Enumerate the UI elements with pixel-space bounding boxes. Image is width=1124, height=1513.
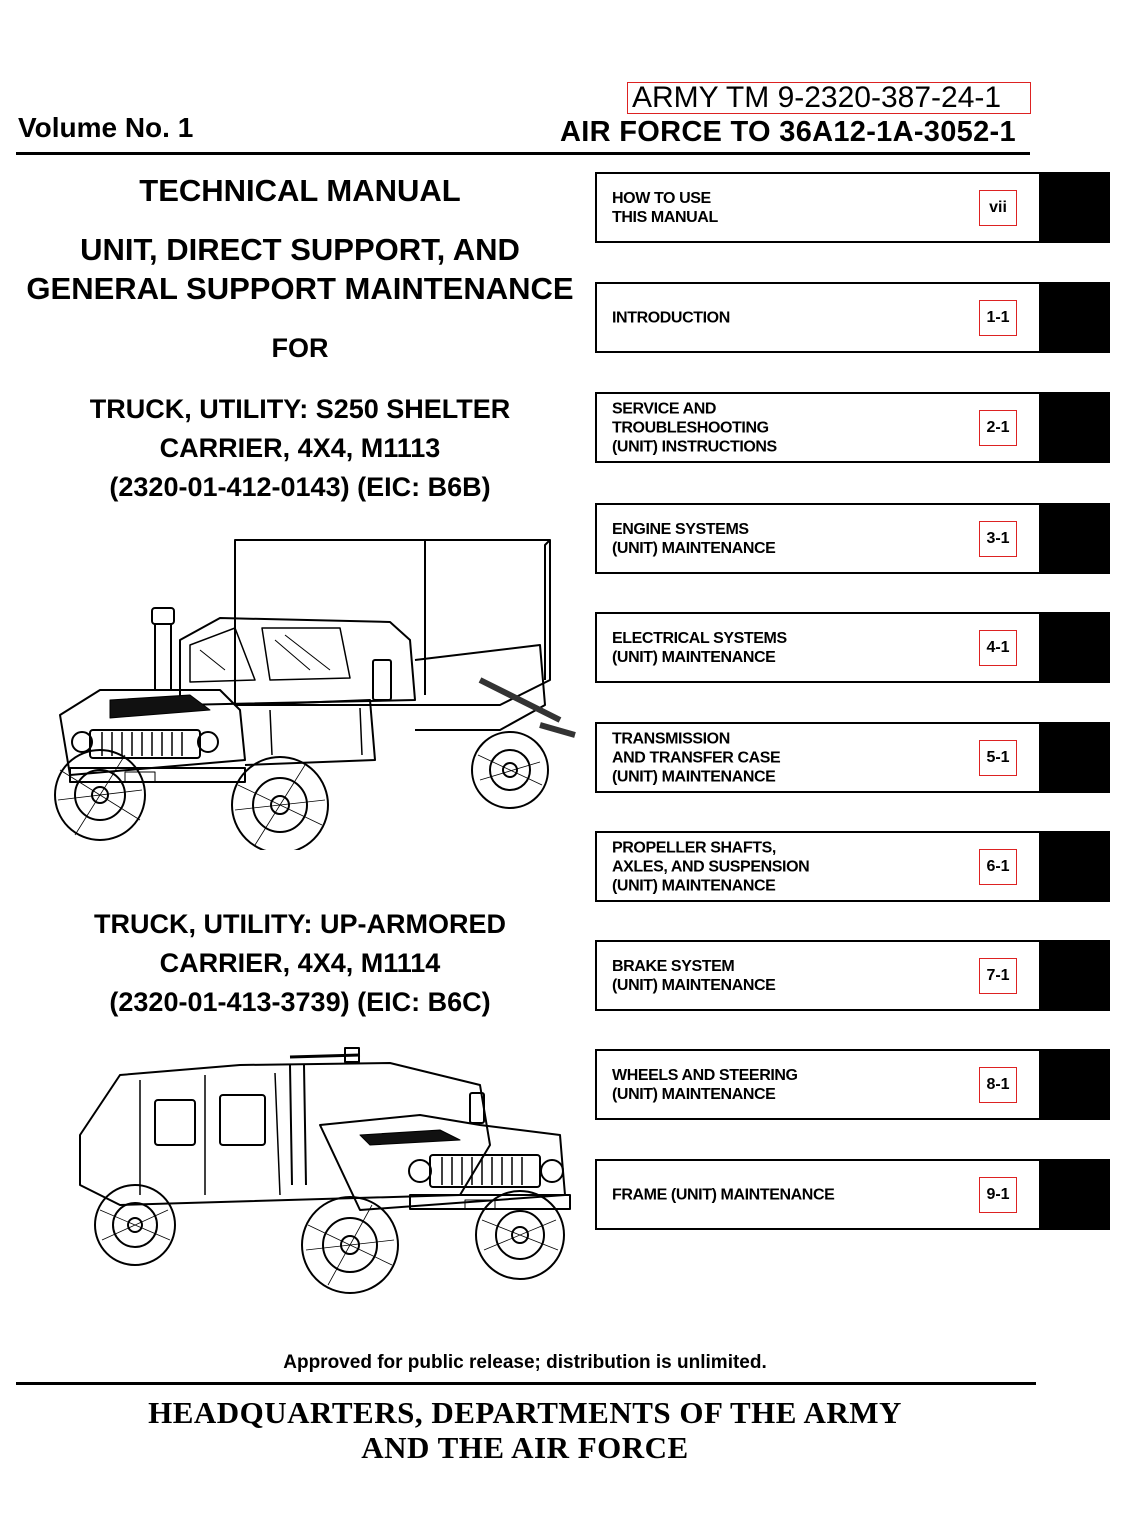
army-tm-number: ARMY TM 9-2320-387-24-1	[627, 82, 1031, 114]
vehicle-line: TRUCK, UTILITY: S250 SHELTER	[89, 394, 511, 424]
vehicle-line: TRUCK, UTILITY: UP-ARMORED	[94, 909, 506, 939]
chapter-label-line: WHEELS AND STEERING	[612, 1066, 798, 1084]
chapter-page-number[interactable]: 4-1	[979, 629, 1017, 666]
chapter-introduction[interactable]: INTRODUCTION 1-1	[595, 282, 1041, 353]
air-force-to-number: AIR FORCE TO 36A12-1A-3052-1	[560, 116, 1016, 148]
for-label: FOR	[271, 333, 329, 363]
m1113-shelter-carrier-illustration	[54, 539, 576, 850]
thumb-index-tab	[1041, 1049, 1110, 1120]
chapter-frame[interactable]: FRAME (UNIT) MAINTENANCE 9-1	[595, 1159, 1041, 1230]
chapter-label: TRANSMISSION AND TRANSFER CASE (UNIT) MA…	[612, 729, 781, 786]
thumb-index-tab	[1041, 1159, 1110, 1230]
chapter-label: SERVICE AND TROUBLESHOOTING (UNIT) INSTR…	[612, 399, 777, 456]
chapter-label-line: HOW TO USE	[612, 189, 711, 207]
chapter-label-line: AXLES, AND SUSPENSION	[612, 858, 810, 875]
chapter-how-to-use[interactable]: HOW TO USE THIS MANUAL vii	[595, 172, 1041, 243]
thumb-index-tab	[1041, 503, 1110, 574]
chapter-label-line: (UNIT) INSTRUCTIONS	[612, 438, 777, 455]
header-rule	[16, 152, 1030, 155]
chapter-service-troubleshooting[interactable]: SERVICE AND TROUBLESHOOTING (UNIT) INSTR…	[595, 392, 1041, 463]
document-title: UNIT, DIRECT SUPPORT, AND GENERAL SUPPOR…	[20, 230, 580, 308]
chapter-page-number[interactable]: 9-1	[979, 1176, 1017, 1213]
chapter-label-line: ENGINE SYSTEMS	[612, 520, 749, 538]
chapter-label: WHEELS AND STEERING (UNIT) MAINTENANCE	[612, 1066, 798, 1104]
thumb-index-tab	[1041, 722, 1110, 793]
chapter-wheels-steering[interactable]: WHEELS AND STEERING (UNIT) MAINTENANCE 8…	[595, 1049, 1041, 1120]
m1114-up-armored-illustration	[79, 1047, 571, 1294]
title-line-1: UNIT, DIRECT SUPPORT, AND	[80, 232, 520, 267]
chapter-label-line: TROUBLESHOOTING	[612, 419, 769, 436]
headquarters-line: HEADQUARTERS, DEPARTMENTS OF THE ARMY	[148, 1395, 902, 1430]
chapter-transmission[interactable]: TRANSMISSION AND TRANSFER CASE (UNIT) MA…	[595, 722, 1041, 793]
headquarters-line: AND THE AIR FORCE	[361, 1430, 689, 1465]
thumb-index-tab	[1041, 282, 1110, 353]
vehicle-line: CARRIER, 4X4, M1113	[159, 433, 441, 463]
chapter-label-line: THIS MANUAL	[612, 208, 718, 226]
chapter-label: PROPELLER SHAFTS, AXLES, AND SUSPENSION …	[612, 838, 810, 895]
chapter-label-line: (UNIT) MAINTENANCE	[612, 877, 776, 894]
chapter-label-line: AND TRANSFER CASE	[612, 749, 781, 766]
chapter-label: ELECTRICAL SYSTEMS (UNIT) MAINTENANCE	[612, 629, 787, 667]
distribution-statement: Approved for public release; distributio…	[283, 1352, 767, 1373]
chapter-page-number[interactable]: 2-1	[979, 409, 1017, 446]
chapter-label-line: FRAME (UNIT) MAINTENANCE	[612, 1186, 835, 1203]
chapter-engine-systems[interactable]: ENGINE SYSTEMS (UNIT) MAINTENANCE 3-1	[595, 503, 1041, 574]
chapter-label-line: BRAKE SYSTEM	[612, 957, 735, 975]
title-line-2: GENERAL SUPPORT MAINTENANCE	[26, 271, 574, 306]
thumb-index-tab	[1041, 612, 1110, 683]
chapter-label: ENGINE SYSTEMS (UNIT) MAINTENANCE	[612, 520, 776, 558]
chapter-label: HOW TO USE THIS MANUAL	[612, 189, 718, 227]
chapter-propeller-shafts[interactable]: PROPELLER SHAFTS, AXLES, AND SUSPENSION …	[595, 831, 1041, 902]
chapter-label-line: INTRODUCTION	[612, 309, 730, 326]
chapter-page-number[interactable]: 8-1	[979, 1066, 1017, 1103]
chapter-label-line: TRANSMISSION	[612, 730, 730, 747]
chapter-label-line: (UNIT) MAINTENANCE	[612, 1085, 776, 1103]
thumb-index-tab	[1041, 172, 1110, 243]
chapter-page-number[interactable]: 1-1	[979, 299, 1017, 336]
thumb-index-tab	[1041, 831, 1110, 902]
chapter-label-line: (UNIT) MAINTENANCE	[612, 648, 776, 666]
chapter-page-number[interactable]: 6-1	[979, 848, 1017, 885]
vehicle-m1114-title: TRUCK, UTILITY: UP-ARMORED CARRIER, 4X4,…	[20, 905, 580, 1022]
chapter-page-number[interactable]: 5-1	[979, 739, 1017, 776]
chapter-label-line: (UNIT) MAINTENANCE	[612, 976, 776, 994]
chapter-label-line: SERVICE AND	[612, 400, 717, 417]
document-type: TECHNICAL MANUAL	[139, 173, 461, 208]
volume-number: Volume No. 1	[18, 112, 194, 143]
vehicle-line: (2320-01-413-3739) (EIC: B6C)	[109, 987, 491, 1017]
chapter-label-line: PROPELLER SHAFTS,	[612, 839, 776, 856]
chapter-page-number[interactable]: 3-1	[979, 520, 1017, 557]
chapter-page-number[interactable]: vii	[979, 189, 1017, 226]
vehicle-line: CARRIER, 4X4, M1114	[159, 948, 441, 978]
chapter-brake-system[interactable]: BRAKE SYSTEM (UNIT) MAINTENANCE 7-1	[595, 940, 1041, 1011]
chapter-label: BRAKE SYSTEM (UNIT) MAINTENANCE	[612, 957, 776, 995]
chapter-label: FRAME (UNIT) MAINTENANCE	[612, 1185, 835, 1204]
chapter-label-line: (UNIT) MAINTENANCE	[612, 539, 776, 557]
footer-rule	[16, 1382, 1036, 1385]
chapter-label-line: (UNIT) MAINTENANCE	[612, 768, 776, 785]
vehicle-m1113-title: TRUCK, UTILITY: S250 SHELTER CARRIER, 4X…	[20, 390, 580, 507]
chapter-label: INTRODUCTION	[612, 308, 730, 327]
headquarters-statement: HEADQUARTERS, DEPARTMENTS OF THE ARMY AN…	[0, 1395, 1050, 1465]
chapter-electrical-systems[interactable]: ELECTRICAL SYSTEMS (UNIT) MAINTENANCE 4-…	[595, 612, 1041, 683]
vehicle-line: (2320-01-412-0143) (EIC: B6B)	[109, 472, 491, 502]
thumb-index-tab	[1041, 392, 1110, 463]
chapter-label-line: ELECTRICAL SYSTEMS	[612, 629, 787, 647]
thumb-index-tab	[1041, 940, 1110, 1011]
chapter-page-number[interactable]: 7-1	[979, 957, 1017, 994]
